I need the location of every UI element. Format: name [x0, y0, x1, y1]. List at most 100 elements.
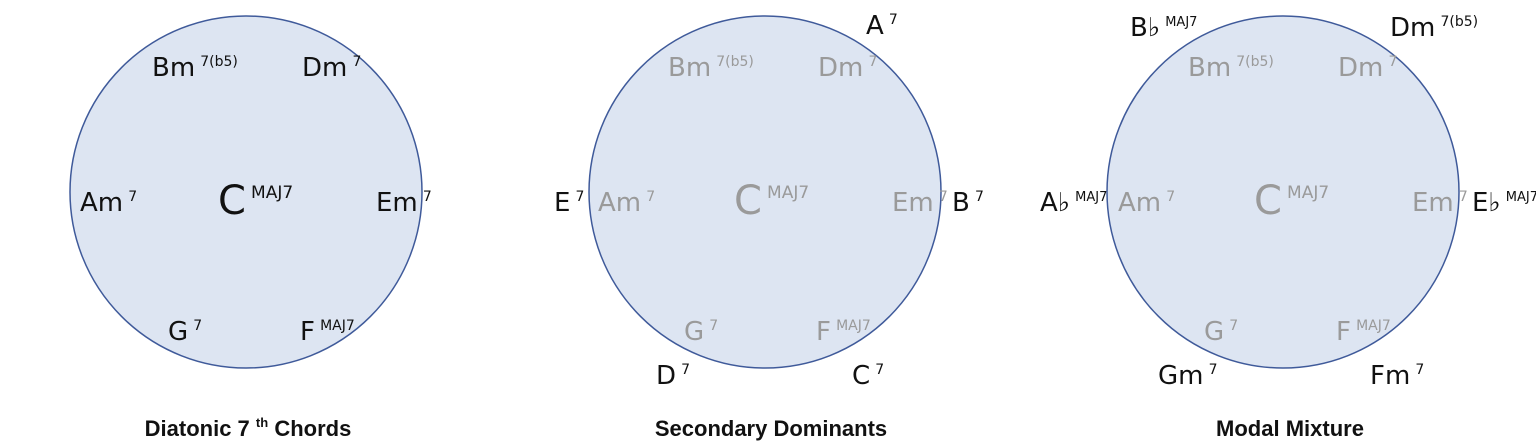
- chord-root: A♭: [1040, 188, 1070, 218]
- chord-extension: 7: [1229, 318, 1238, 334]
- chord-abmaj7-outer: A♭ MAJ7: [1040, 188, 1107, 218]
- chord-root: Gm: [1158, 361, 1203, 391]
- chord-root: F: [816, 317, 831, 347]
- chord-circle: [588, 15, 942, 369]
- chord-am7: Am 7: [80, 188, 137, 218]
- panel-diatonic: Bm 7(b5) Dm 7 Am 7 Em 7 G 7 F MAJ7 C MAJ…: [69, 15, 432, 441]
- chord-extension: 7: [975, 189, 984, 205]
- panel-title: Diatonic 7 th Chords: [145, 407, 352, 441]
- chord-extension: MAJ7: [1287, 183, 1329, 203]
- chord-extension: 7: [352, 54, 361, 70]
- chord-dm7: Dm 7: [302, 53, 361, 83]
- chord-c7-outer: C 7: [852, 361, 884, 391]
- chord-root: Em: [892, 188, 934, 218]
- chord-root: G: [1204, 317, 1224, 347]
- chord-root: Bm: [668, 53, 711, 83]
- chord-extension: 7(b5): [1440, 14, 1478, 30]
- chord-em7: Em 7: [376, 188, 432, 218]
- chord-root: Bm: [1188, 53, 1231, 83]
- chord-root: Am: [80, 188, 123, 218]
- chord-em7: Em 7: [892, 188, 948, 218]
- chord-extension: 7: [1388, 54, 1397, 70]
- chord-extension: 7: [868, 54, 877, 70]
- chord-root: E: [554, 188, 570, 218]
- chord-dm7: Dm 7: [818, 53, 877, 83]
- chord-bbmaj7-outer: B♭ MAJ7: [1130, 13, 1197, 43]
- chord-g7: G 7: [1204, 317, 1238, 347]
- chord-extension: 7(b5): [200, 54, 238, 70]
- chord-root: Bm: [152, 53, 195, 83]
- chord-extension: 7: [1209, 362, 1218, 378]
- chord-extension: 7: [646, 189, 655, 205]
- chord-circle: [69, 15, 423, 369]
- chord-extension: 7(b5): [1236, 54, 1274, 70]
- chord-root: Em: [376, 188, 418, 218]
- chord-root: Em: [1412, 188, 1454, 218]
- chord-extension: 7: [1415, 362, 1424, 378]
- chord-extension: 7: [889, 12, 898, 28]
- chord-bm7b5: Bm 7(b5): [668, 53, 754, 83]
- chord-extension: MAJ7: [251, 183, 293, 203]
- chord-root: Dm: [302, 53, 347, 83]
- chord-root: G: [684, 317, 704, 347]
- chord-circle: [1106, 15, 1460, 369]
- chord-root: E♭: [1472, 188, 1501, 218]
- panel-modal-mixture: Bm 7(b5) Dm 7 Am 7 Em 7 G 7 F MAJ7 C MAJ…: [1040, 13, 1536, 441]
- chord-extension: 7: [576, 189, 585, 205]
- chord-bm7b5: Bm 7(b5): [152, 53, 238, 83]
- chord-root: C: [734, 178, 762, 224]
- chord-extension: 7: [423, 189, 432, 205]
- chord-dm7: Dm 7: [1338, 53, 1397, 83]
- chord-extension: 7: [939, 189, 948, 205]
- chord-extension: 7(b5): [716, 54, 754, 70]
- chord-extension: 7: [709, 318, 718, 334]
- panel-title: Modal Mixture: [1216, 416, 1364, 441]
- chord-extension: MAJ7: [1075, 190, 1107, 205]
- chord-root: G: [168, 317, 188, 347]
- chord-extension: 7: [1459, 189, 1468, 205]
- chord-extension: 7: [681, 362, 690, 378]
- chord-am7: Am 7: [598, 188, 655, 218]
- chord-root: C: [852, 361, 870, 391]
- chord-root: A: [866, 11, 884, 41]
- chord-root: F: [300, 317, 315, 347]
- chord-dm7b5-outer: Dm 7(b5): [1390, 13, 1478, 43]
- chord-bm7b5: Bm 7(b5): [1188, 53, 1274, 83]
- chord-root: Fm: [1370, 361, 1410, 391]
- chord-fmaj7: F MAJ7: [1336, 317, 1391, 347]
- chord-e7-outer: E 7: [554, 188, 584, 218]
- chord-extension: MAJ7: [767, 183, 809, 203]
- chord-root: Am: [598, 188, 641, 218]
- chord-fmaj7: F MAJ7: [300, 317, 355, 347]
- chord-gm7-outer: Gm 7: [1158, 361, 1218, 391]
- chord-root: Am: [1118, 188, 1161, 218]
- chord-root: D: [656, 361, 676, 391]
- chord-root: C: [1254, 178, 1282, 224]
- panel-title: Secondary Dominants: [655, 416, 887, 441]
- chord-em7: Em 7: [1412, 188, 1468, 218]
- chord-fm7-outer: Fm 7: [1370, 361, 1424, 391]
- chord-extension: MAJ7: [836, 318, 871, 334]
- chord-am7: Am 7: [1118, 188, 1175, 218]
- chord-ebmaj7-outer: E♭ MAJ7: [1472, 188, 1536, 218]
- chord-root: B: [952, 188, 970, 218]
- chord-extension: MAJ7: [1506, 190, 1536, 205]
- chord-g7: G 7: [684, 317, 718, 347]
- chord-root: B♭: [1130, 13, 1160, 43]
- chord-extension: MAJ7: [1165, 15, 1197, 30]
- chord-fmaj7: F MAJ7: [816, 317, 871, 347]
- chord-cmaj7-center: C MAJ7: [1254, 178, 1329, 224]
- panel-secondary-dominants: Bm 7(b5) Dm 7 Am 7 Em 7 G 7 F MAJ7 C MAJ…: [554, 11, 984, 441]
- chord-cmaj7-center: C MAJ7: [734, 178, 809, 224]
- chord-extension: 7: [128, 189, 137, 205]
- chord-root: C: [218, 178, 246, 224]
- chord-extension: 7: [875, 362, 884, 378]
- chord-cmaj7-center: C MAJ7: [218, 178, 293, 224]
- chord-root: Dm: [1338, 53, 1383, 83]
- chord-extension: 7: [193, 318, 202, 334]
- chord-root: Dm: [1390, 13, 1435, 43]
- chord-root: F: [1336, 317, 1351, 347]
- chord-g7: G 7: [168, 317, 202, 347]
- chord-a7-outer: A 7: [866, 11, 898, 41]
